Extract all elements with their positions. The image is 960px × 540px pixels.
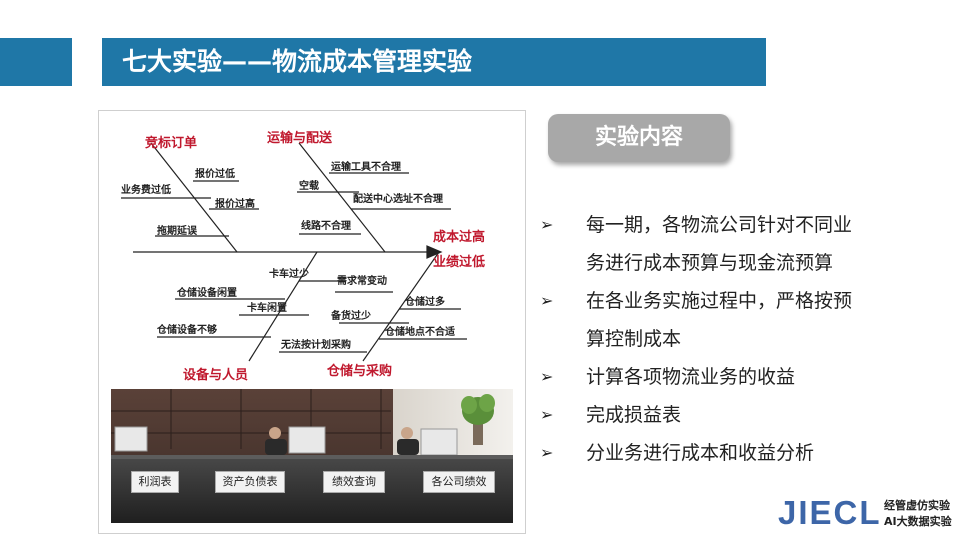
arrow-bullet-icon: ➢	[540, 443, 554, 462]
fishbone-head-line1: 成本过高	[433, 229, 485, 245]
logo-line-1: 经管虚仿实验	[884, 499, 950, 512]
cause-label: 仓储过多	[404, 295, 445, 308]
cause-label: 卡车闲置	[247, 301, 287, 314]
bullet-item: ➢ 计算各项物流业务的收益	[540, 358, 930, 396]
logo-mark: JIECL	[778, 494, 882, 531]
cause-label: 空载	[299, 179, 319, 192]
bullet-text-line: 每一期，各物流公司针对不同业	[586, 214, 853, 236]
fishbone-head-line2: 业绩过低	[433, 254, 485, 270]
cause-label: 卡车过少	[269, 267, 309, 280]
brand-logo: JIECL 经管虚仿实验 AI大数据实验	[778, 494, 954, 534]
bullet-text-line: 计算各项物流业务的收益	[586, 366, 796, 388]
bone-transport	[298, 142, 386, 253]
cause-label: 报价过高	[215, 197, 255, 210]
fishbone-figure: 竞标订单 运输与配送 设备与人员 仓储与采购 成本过高 业绩过低 报价过低 业务…	[98, 110, 526, 534]
category-equipment: 设备与人员	[183, 367, 248, 383]
arrow-bullet-icon: ➢	[540, 291, 554, 310]
arrow-bullet-icon: ➢	[540, 215, 554, 234]
office-scene-illustration	[111, 389, 513, 523]
fishbone-arrowhead	[426, 245, 443, 259]
experiment-content-list: ➢ 每一期，各物流公司针对不同业 务进行成本预算与现金流预算 ➢ 在各业务实施过…	[540, 206, 930, 472]
performance-query-button[interactable]: 绩效查询	[323, 471, 385, 493]
header-accent-block	[0, 38, 72, 86]
bone-warehouse	[362, 251, 440, 362]
simulation-office-scene: 利润表 资产负债表 绩效查询 各公司绩效	[111, 389, 513, 523]
bone-equipment	[248, 251, 318, 362]
category-warehouse: 仓储与采购	[326, 363, 392, 379]
bullet-text-line: 算控制成本	[586, 328, 682, 350]
bullet-item: ➢ 在各业务实施过程中，严格按预 算控制成本	[540, 282, 930, 358]
cause-label: 运输工具不合理	[331, 160, 401, 173]
cause-label: 业务费过低	[121, 183, 171, 196]
logo-line-2: AI大数据实验	[884, 515, 952, 528]
cause-label: 配送中心选址不合理	[353, 192, 443, 205]
section-title-badge: 实验内容	[548, 114, 730, 162]
cause-label: 需求常变动	[337, 274, 387, 287]
profit-statement-button[interactable]: 利润表	[131, 471, 179, 493]
cause-label: 拖期延误	[157, 224, 198, 237]
fishbone-diagram: 竞标订单 运输与配送 设备与人员 仓储与采购 成本过高 业绩过低 报价过低 业务…	[121, 130, 485, 383]
balance-sheet-button[interactable]: 资产负债表	[215, 471, 285, 493]
bullet-text-line: 完成损益表	[586, 404, 682, 426]
cause-label: 仓储地点不合适	[384, 325, 455, 338]
category-bidding: 竞标订单	[145, 135, 197, 151]
bullet-item: ➢ 每一期，各物流公司针对不同业 务进行成本预算与现金流预算	[540, 206, 930, 282]
cause-label: 无法按计划采购	[280, 338, 351, 351]
bullet-text-line: 务进行成本预算与现金流预算	[586, 252, 834, 274]
company-performance-button[interactable]: 各公司绩效	[423, 471, 495, 493]
page-title: 七大实验——物流成本管理实验	[102, 38, 766, 86]
cause-label: 仓储设备不够	[156, 323, 217, 336]
cause-label: 仓储设备闲置	[176, 286, 237, 299]
arrow-bullet-icon: ➢	[540, 405, 554, 424]
cause-label: 报价过低	[195, 167, 235, 180]
bullet-item: ➢ 完成损益表	[540, 396, 930, 434]
cause-label: 线路不合理	[301, 219, 351, 232]
category-transport: 运输与配送	[267, 130, 333, 146]
arrow-bullet-icon: ➢	[540, 367, 554, 386]
cause-label: 备货过少	[330, 309, 371, 322]
bullet-text-line: 分业务进行成本和收益分析	[586, 442, 815, 464]
bullet-text-line: 在各业务实施过程中，严格按预	[586, 290, 853, 312]
bullet-item: ➢ 分业务进行成本和收益分析	[540, 434, 930, 472]
